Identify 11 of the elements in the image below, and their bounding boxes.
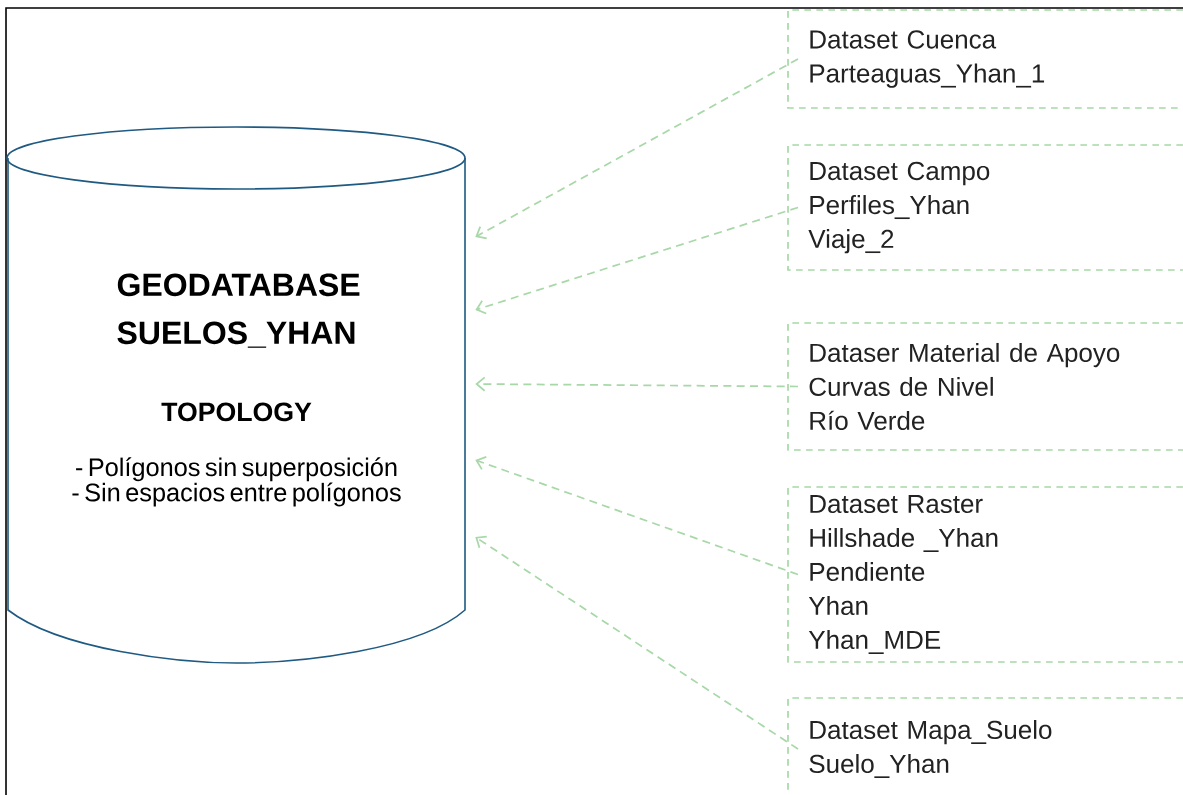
dataset-box: Dataset Cuenca Parteaguas_Yhan_1	[787, 9, 1183, 109]
dataset-box: Dataser Material de Apoyo Curvas de Nivel Río Verde	[787, 322, 1183, 451]
dashed-arrow	[475, 58, 799, 240]
dataset-box: Dataset Raster Hillshade _Yhan Pendiente Yhan Yhan_MDE	[787, 486, 1183, 663]
dashed-arrow	[475, 455, 799, 576]
database-cylinder: GEODATABASE SUELOS_YHAN TOPOLOGY - Polígonos sin superposición - Sin espacios entre polígonos	[6, 126, 466, 664]
dashed-arrow	[475, 535, 799, 750]
dataset-box: Dataset Campo Perfiles_Yhan Viaje_2	[787, 144, 1183, 271]
dashed-arrow	[475, 376, 799, 392]
dataset-box: Dataset Mapa_Suelo Suelo_Yhan	[787, 697, 1183, 795]
dashed-arrow	[475, 206, 799, 315]
